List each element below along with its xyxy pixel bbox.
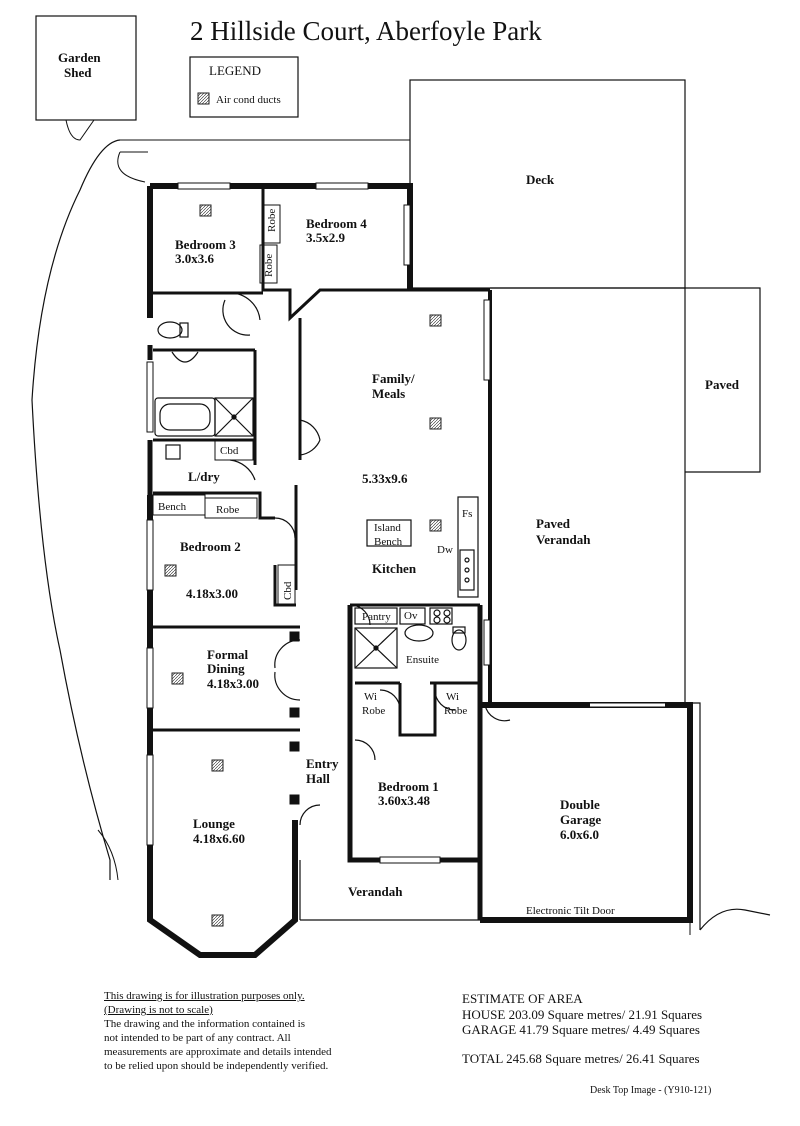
plan-title: 2 Hillside Court, Aberfoyle Park	[190, 16, 542, 46]
oven-label: Ov	[404, 610, 418, 622]
verandah-outline	[299, 860, 480, 921]
garage-size: 6.0x6.0	[560, 827, 599, 842]
area-total: TOTAL 245.68 Square metres/ 26.41 Square…	[462, 1051, 700, 1066]
family-label-2: Meals	[372, 386, 405, 401]
tilt-door-label: Electronic Tilt Door	[526, 905, 615, 917]
legend: LEGEND Air cond ducts	[189, 56, 299, 118]
legend-heading: LEGEND	[209, 63, 261, 78]
island-label-1: Island	[374, 522, 401, 534]
garden-shed-label-1: Garden	[58, 50, 101, 65]
bedroom2-label: Bedroom 2	[180, 539, 241, 554]
bedroom3-size: 3.0x3.6	[175, 251, 215, 266]
entry-label-1: Entry	[306, 756, 339, 771]
formal-label-1: Formal	[207, 647, 249, 662]
kitchen-label: Kitchen	[372, 561, 417, 576]
air-duct-icon	[211, 759, 224, 772]
air-duct-icon	[429, 519, 442, 532]
robe-label-2: Robe	[263, 254, 275, 277]
verandah-label: Verandah	[348, 884, 403, 899]
bathroom-fixtures	[154, 321, 467, 669]
air-duct-icon	[429, 417, 442, 430]
lounge-label: Lounge	[193, 816, 235, 831]
island-label-2: Bench	[374, 536, 403, 548]
dw-label: Dw	[437, 544, 453, 556]
area-garage: GARAGE 41.79 Square metres/ 4.49 Squares	[462, 1022, 700, 1037]
path-edge	[117, 139, 410, 183]
air-duct-icon	[164, 564, 177, 577]
area-house: HOUSE 203.09 Square metres/ 21.91 Square…	[462, 1007, 703, 1022]
area-heading: ESTIMATE OF AREA	[462, 991, 583, 1006]
doors	[222, 292, 511, 826]
bedroom2-size: 4.18x3.00	[186, 586, 238, 601]
ensuite-label: Ensuite	[406, 654, 439, 666]
pantry-label: Pantry	[362, 611, 391, 623]
formal-label-2: Dining	[207, 661, 245, 676]
fs-label: Fs	[462, 508, 472, 520]
legend-item: Air cond ducts	[216, 94, 281, 106]
garage-label-1: Double	[560, 797, 600, 812]
disclaimer-line-6: to be relied upon should be independentl…	[104, 1060, 329, 1072]
bench-label: Bench	[158, 501, 187, 513]
garden-shed-label-2: Shed	[64, 65, 92, 80]
disclaimer-line-2: (Drawing is not to scale)	[104, 1004, 213, 1016]
bedroom1-label: Bedroom 1	[378, 779, 439, 794]
footer-ref: Desk Top Image - (Y910-121)	[590, 1085, 712, 1096]
robe-label-3: Robe	[216, 504, 239, 516]
garage-label-2: Garage	[560, 812, 601, 827]
deck-label: Deck	[526, 172, 555, 187]
paved-label: Paved	[705, 377, 740, 392]
paved-verandah-label-1: Paved	[536, 516, 571, 531]
air-duct-icon	[211, 914, 224, 927]
kitchen-fixtures	[354, 496, 479, 625]
cbd-label: Cbd	[220, 445, 239, 457]
disclaimer-line-3: The drawing and the information containe…	[104, 1018, 305, 1030]
cbd-label-2: Cbd	[282, 581, 294, 600]
family-size: 5.33x9.6	[362, 471, 408, 486]
bedroom4-label: Bedroom 4	[306, 216, 367, 231]
disclaimer-line-1: This drawing is for illustration purpose…	[104, 990, 305, 1002]
disclaimer-line-5: measurements are approximate and details…	[104, 1046, 332, 1058]
paved-verandah-label-2: Verandah	[536, 532, 591, 547]
disclaimer-line-4: not intended to be part of any contract.…	[104, 1032, 291, 1044]
air-duct-icon	[197, 92, 210, 105]
bedroom3-label: Bedroom 3	[175, 237, 236, 252]
paved-outline	[685, 287, 761, 473]
wi-label-1: Wi	[364, 691, 377, 703]
wi-robe-label-2: Robe	[444, 705, 467, 717]
garden-shed: Garden Shed	[35, 15, 137, 141]
entry-label-2: Hall	[306, 771, 330, 786]
bedroom4-size: 3.5x2.9	[306, 230, 346, 245]
air-duct-icon	[429, 314, 442, 327]
robe-label-1: Robe	[266, 209, 278, 232]
ldry-label: L/dry	[188, 469, 220, 484]
wi-robe-label-1: Robe	[362, 705, 385, 717]
family-label-1: Family/	[372, 371, 415, 386]
wi-label-2: Wi	[446, 691, 459, 703]
yard-boundary	[31, 139, 121, 880]
air-duct-icon	[199, 204, 212, 217]
windows	[146, 182, 491, 864]
bedroom1-size: 3.60x3.48	[378, 793, 431, 808]
air-duct-icon	[171, 672, 184, 685]
lounge-size: 4.18x6.60	[193, 831, 245, 846]
formal-size: 4.18x3.00	[207, 676, 259, 691]
